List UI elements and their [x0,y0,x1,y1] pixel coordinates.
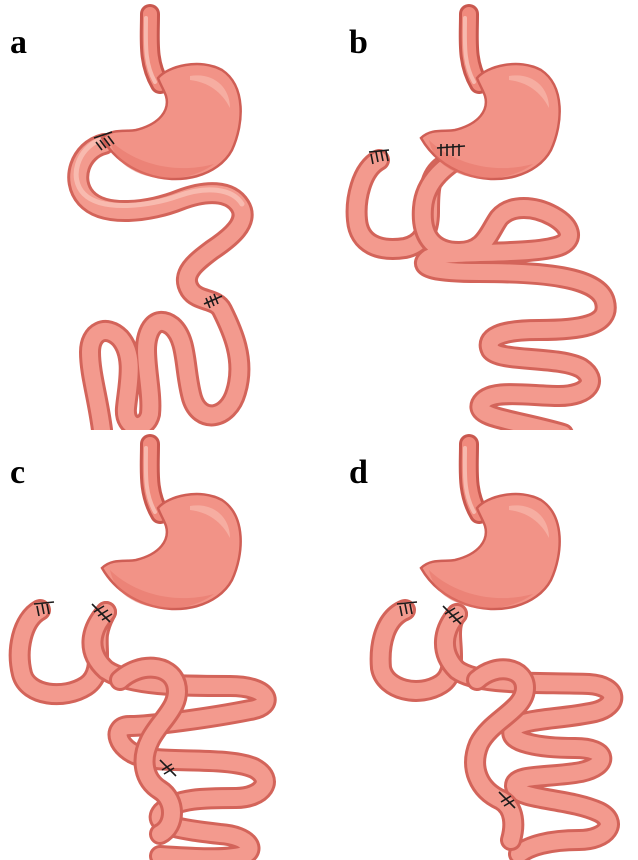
panel-a: a [0,0,319,430]
intestine-d-loop [475,669,525,840]
intestine-d-efferent [445,614,612,854]
intestine-b-efferent [423,152,606,430]
stomach-a [102,14,241,179]
intestine-a [76,140,243,430]
panel-d: d [319,430,638,860]
diagram-a [0,0,319,430]
panel-c: c [0,430,319,860]
stomach-d [421,444,560,609]
diagram-b [319,0,638,430]
diagram-c [0,430,319,860]
diagram-d [319,430,638,860]
stomach-b [421,14,560,179]
panel-b: b [319,0,638,430]
stomach-c [102,444,241,609]
